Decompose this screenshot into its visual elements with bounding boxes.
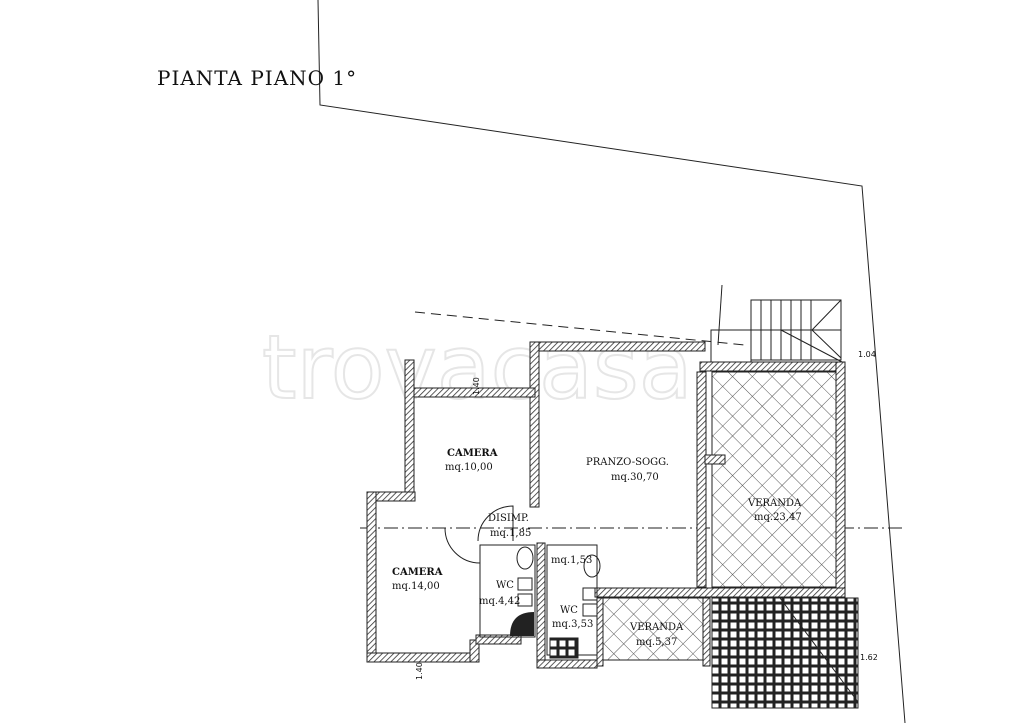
- plan-title: PIANTA PIANO 1°: [157, 66, 357, 90]
- room-name: PRANZO-SOGG.: [586, 457, 669, 468]
- room-name: WC: [496, 580, 514, 591]
- dimension-label: 1.62: [860, 653, 878, 662]
- room-name: DISIMP.: [488, 513, 529, 524]
- room-area: mq.1,85: [490, 528, 531, 539]
- room-area: mq.3,53: [552, 619, 593, 630]
- room-area: mq.30,70: [611, 472, 659, 483]
- dashed-line: [414, 311, 746, 346]
- watermark-logo: trovacasa: [262, 316, 693, 419]
- roof-ridge: [779, 597, 859, 703]
- room-area: mq.5,37: [636, 637, 677, 648]
- room-area: mq.4,42: [479, 596, 520, 607]
- room-area: mq.23,47: [754, 512, 802, 523]
- fixtures: [444, 505, 601, 659]
- room-area: mq.10,00: [445, 462, 493, 473]
- room-name: CAMERA: [447, 448, 498, 459]
- dimension-label: 1.04: [858, 350, 876, 359]
- room-name: VERANDA: [629, 622, 684, 633]
- staircase: [710, 284, 843, 363]
- room-name: WC: [560, 605, 578, 616]
- walls: [366, 341, 846, 669]
- roof-tiles: [711, 597, 859, 709]
- room-area: mq.1,53: [551, 555, 592, 566]
- veranda-small: [599, 597, 709, 661]
- room-area: mq.14,00: [392, 581, 440, 592]
- room-name: VERANDA: [747, 498, 802, 509]
- plot-boundary: [317, 0, 906, 723]
- veranda-large: [711, 371, 838, 588]
- dimension-label: 1.40: [415, 662, 424, 680]
- dimension-label: 1.40: [472, 377, 481, 395]
- room-name: CAMERA: [392, 567, 443, 578]
